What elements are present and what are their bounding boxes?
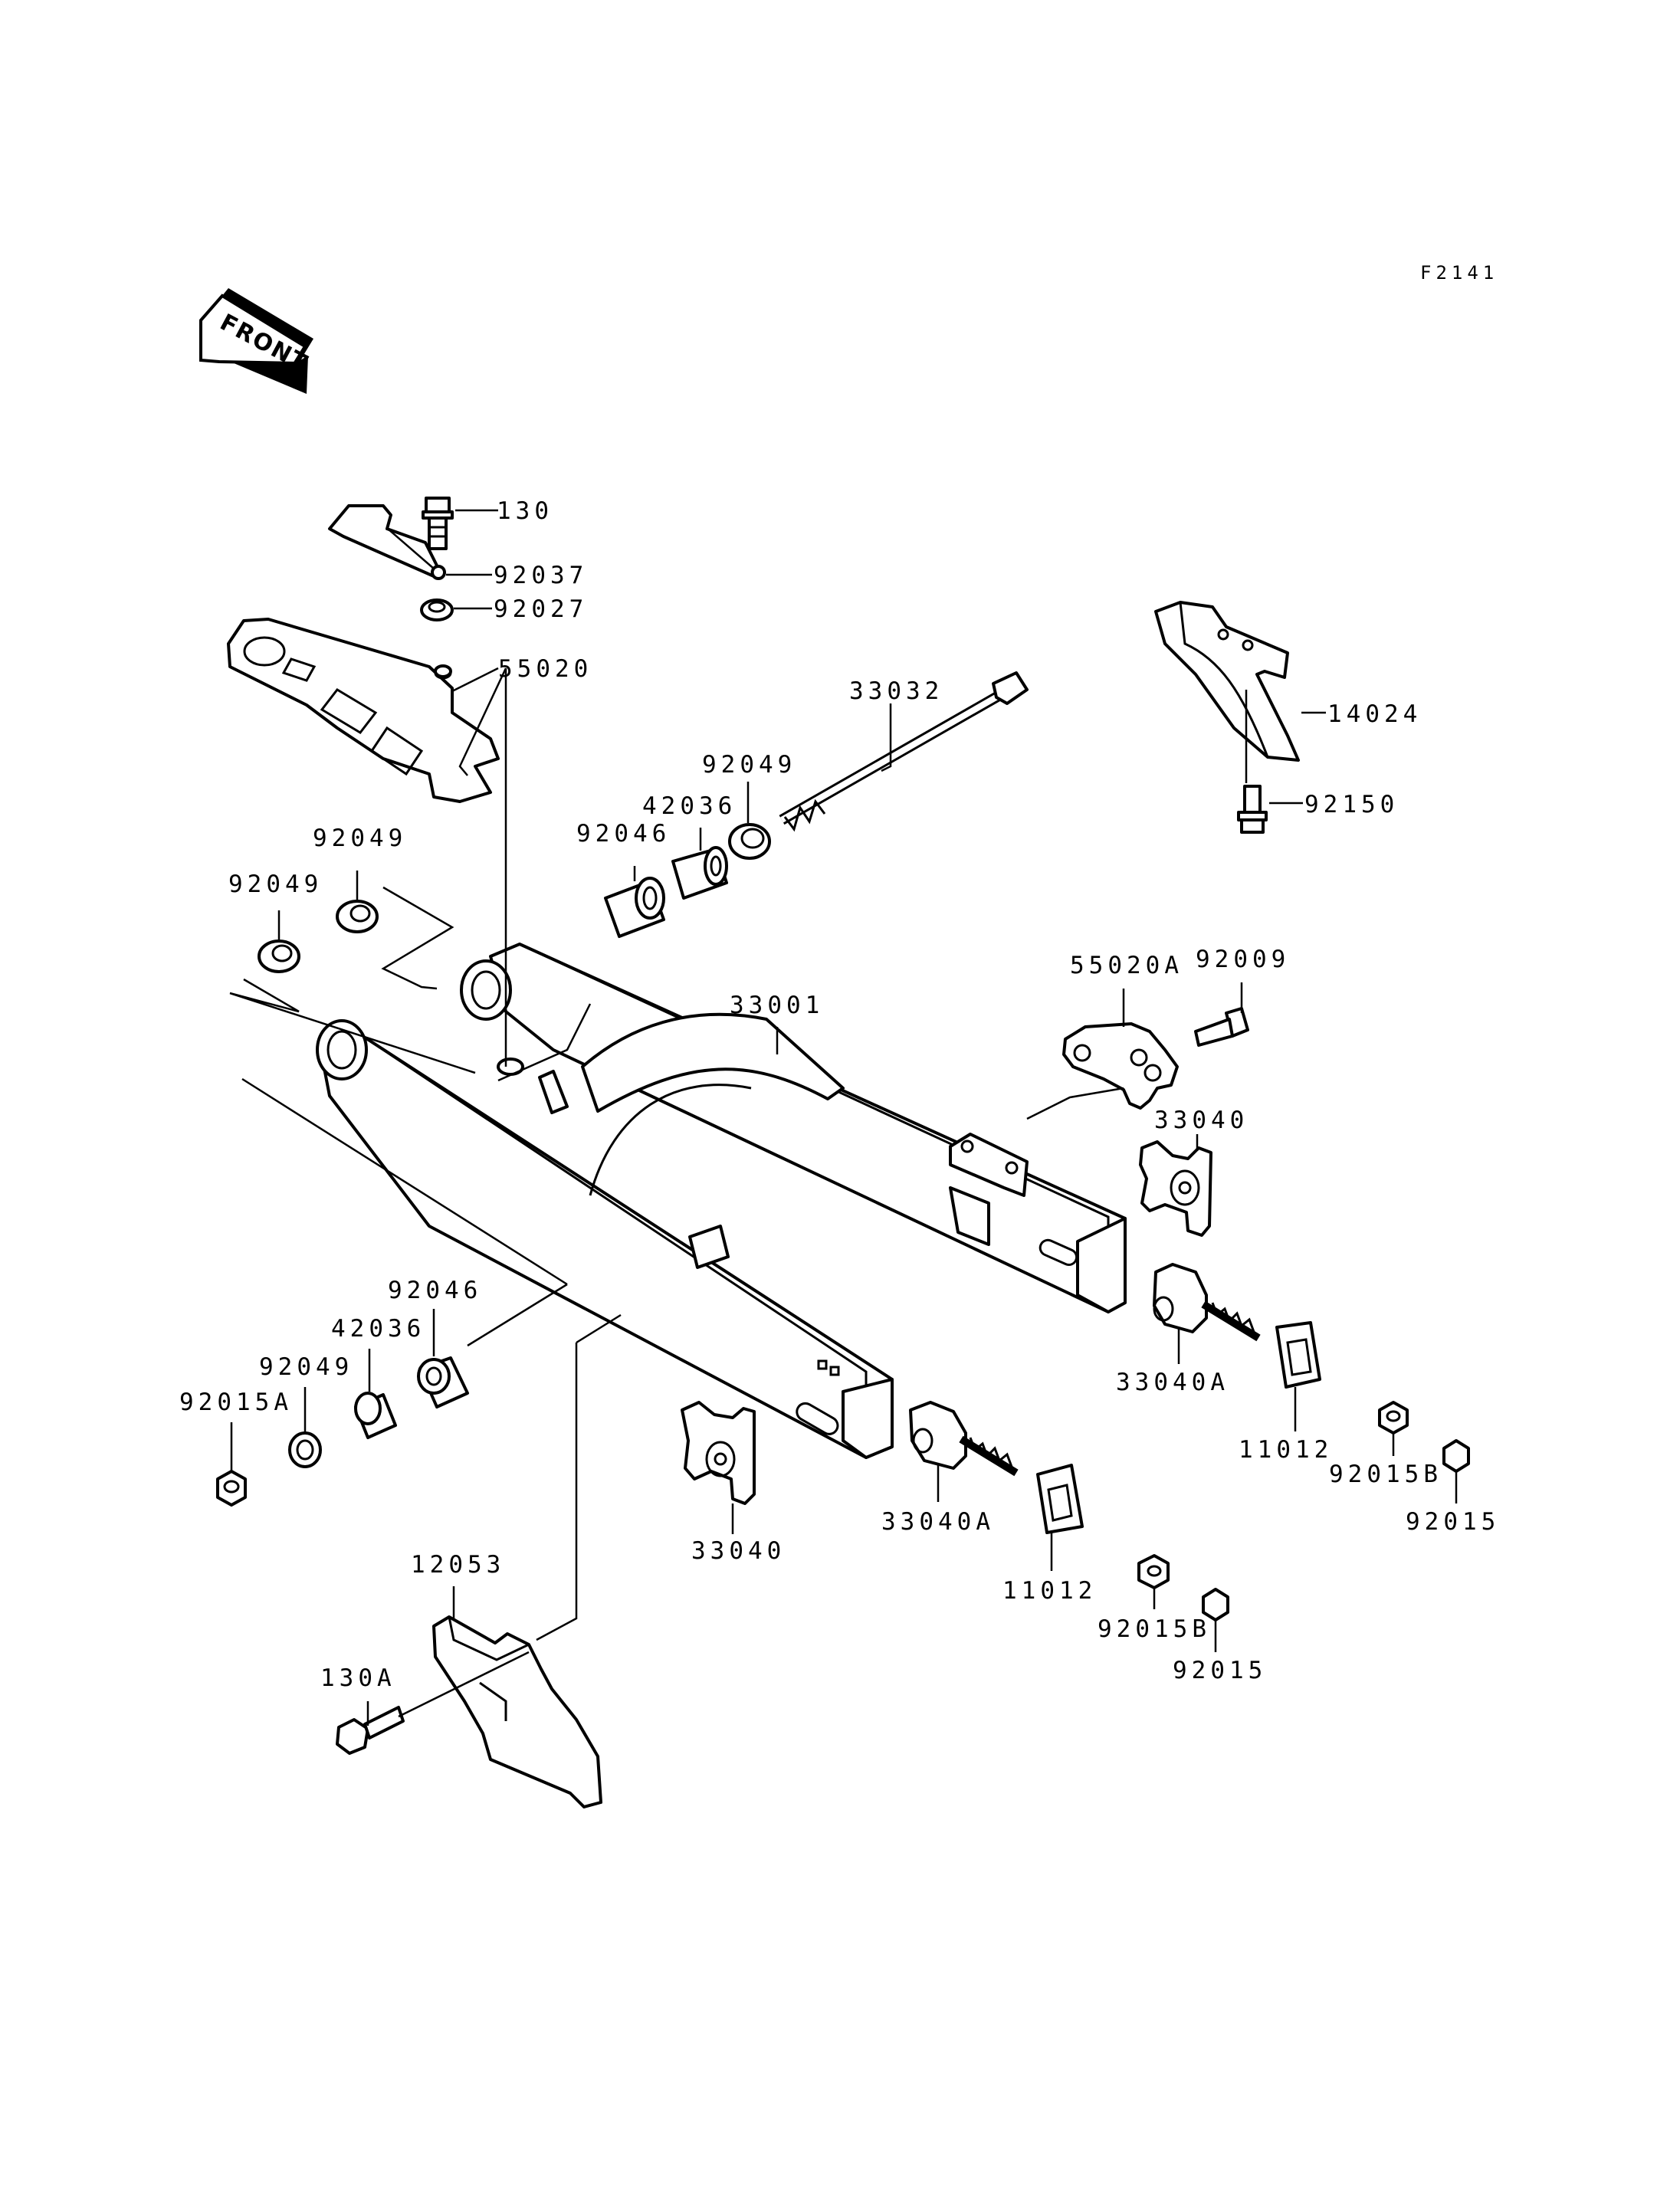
seal-92049-left-a-icon[interactable]: [336, 900, 379, 933]
label-33040-right: 33040: [1154, 1107, 1249, 1134]
adjuster-33040A-right[interactable]: [1153, 1263, 1261, 1342]
label-55020: 55020: [498, 655, 592, 683]
adjuster-33040-bottom[interactable]: [681, 1401, 756, 1505]
label-92015B-right: 92015B: [1329, 1461, 1442, 1488]
nut-92015B-bottom-icon[interactable]: [1137, 1554, 1170, 1589]
label-92049-top: 92049: [702, 751, 796, 779]
label-12053: 12053: [411, 1551, 505, 1579]
label-11012-bottom: 11012: [1002, 1577, 1097, 1605]
block-11012-bottom[interactable]: [1036, 1464, 1084, 1534]
label-92049-bottom: 92049: [259, 1353, 353, 1381]
label-33040A-right: 33040A: [1116, 1369, 1229, 1396]
adjuster-33040-right[interactable]: [1139, 1140, 1212, 1237]
chain-guard-12053[interactable]: [432, 1615, 602, 1808]
label-92046-bottom: 92046: [388, 1277, 482, 1304]
nut-92015A-icon[interactable]: [216, 1470, 247, 1507]
bolt-130A-icon[interactable]: [336, 1706, 405, 1755]
bolt-92009-icon[interactable]: [1194, 1007, 1249, 1047]
label-92015A: 92015A: [179, 1389, 293, 1416]
label-92037: 92037: [494, 562, 588, 589]
label-92046-top: 92046: [576, 820, 671, 848]
label-33040A-bottom: 33040A: [881, 1508, 995, 1536]
nut-92015B-right-icon[interactable]: [1378, 1401, 1409, 1435]
sleeve-42036-bottom-icon[interactable]: [354, 1392, 397, 1439]
bolt-92150-icon[interactable]: [1237, 785, 1268, 834]
seal-92049-left-b-icon[interactable]: [258, 939, 300, 973]
label-11012-right: 11012: [1239, 1436, 1333, 1464]
label-92009: 92009: [1196, 946, 1290, 973]
label-92027: 92027: [494, 595, 588, 623]
adjuster-33040A-bottom[interactable]: [909, 1401, 1019, 1477]
chain-slider-55020[interactable]: [227, 618, 500, 803]
block-11012-right[interactable]: [1275, 1321, 1321, 1389]
label-92015-bottom: 92015: [1173, 1657, 1267, 1684]
leader-lines: [229, 509, 1458, 1726]
nut-92015-bottom-icon[interactable]: [1202, 1588, 1229, 1622]
seal-92049-top-icon[interactable]: [728, 823, 771, 860]
label-92049-left-a: 92049: [313, 825, 407, 852]
label-14024: 14024: [1327, 700, 1422, 728]
label-55020A: 55020A: [1070, 952, 1183, 979]
sleeve-42036-top-icon[interactable]: [671, 846, 728, 900]
seal-92049-bottom-icon[interactable]: [288, 1431, 322, 1468]
grommet-icon: [434, 664, 452, 678]
figure-code: F2141: [1420, 262, 1498, 284]
label-42036-top: 42036: [642, 792, 737, 820]
label-33040-bottom: 33040: [691, 1537, 786, 1565]
pivot-shaft-33032[interactable]: [779, 671, 1029, 832]
washer-92027-icon[interactable]: [420, 598, 454, 621]
bearing-92046-top-icon[interactable]: [604, 877, 665, 938]
label-92049-left-b: 92049: [228, 871, 323, 898]
label-92015-right: 92015: [1406, 1508, 1500, 1536]
label-92150: 92150: [1304, 791, 1399, 818]
plate-55020A[interactable]: [1062, 1022, 1179, 1110]
bolt-130-icon[interactable]: [422, 497, 454, 550]
label-130: 130: [497, 497, 553, 525]
label-130A: 130A: [320, 1664, 396, 1692]
bearing-92046-bottom-icon[interactable]: [417, 1356, 469, 1408]
label-33032: 33032: [849, 677, 943, 705]
swingarm-33001[interactable]: [316, 943, 1127, 1459]
chain-guide-14024[interactable]: [1154, 601, 1300, 762]
plate-92037[interactable]: [328, 504, 446, 580]
label-92015B-bottom: 92015B: [1098, 1615, 1211, 1643]
nut-92015-right-icon[interactable]: [1442, 1439, 1470, 1473]
label-33001: 33001: [730, 992, 824, 1019]
front-arrow-icon: FRONT: [199, 288, 313, 394]
label-42036-bottom: 42036: [331, 1315, 425, 1343]
